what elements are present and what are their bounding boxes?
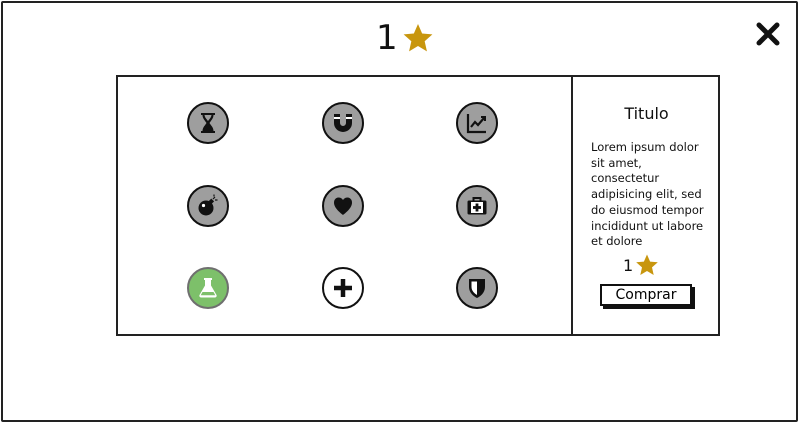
item-detail: Titulo Lorem ipsum dolor sit amet, conse…: [575, 78, 718, 333]
close-icon: [756, 22, 780, 46]
bomb-icon: [198, 194, 218, 216]
score-value: 1: [376, 18, 398, 58]
medkit-icon: [467, 197, 487, 215]
heart-icon: [333, 197, 353, 215]
buy-button[interactable]: Comprar: [600, 284, 692, 306]
close-button[interactable]: [754, 20, 782, 48]
item-chart[interactable]: [456, 102, 498, 144]
flask-icon: [199, 278, 217, 298]
item-magnet[interactable]: [322, 102, 364, 144]
chart-line-icon: [466, 114, 486, 134]
item-medkit[interactable]: [456, 185, 498, 227]
item-flask[interactable]: [187, 267, 229, 309]
item-shield[interactable]: [456, 267, 498, 309]
item-description: Lorem ipsum dolor sit amet, consectetur …: [591, 140, 704, 249]
hourglass-icon: [201, 113, 215, 133]
star-icon: [403, 24, 433, 52]
plus-icon: [334, 279, 352, 297]
cost-value: 1: [623, 255, 634, 275]
item-heart[interactable]: [322, 185, 364, 227]
panel-divider: [571, 76, 573, 335]
shield-icon: [469, 279, 485, 298]
star-icon: [636, 254, 658, 275]
item-title: Titulo: [624, 104, 669, 123]
item-plus[interactable]: [322, 267, 364, 309]
item-bomb[interactable]: [187, 185, 229, 227]
score-display: 1: [376, 18, 434, 58]
item-hourglass[interactable]: [187, 102, 229, 144]
item-cost: 1: [623, 253, 659, 277]
magnet-icon: [334, 114, 352, 132]
